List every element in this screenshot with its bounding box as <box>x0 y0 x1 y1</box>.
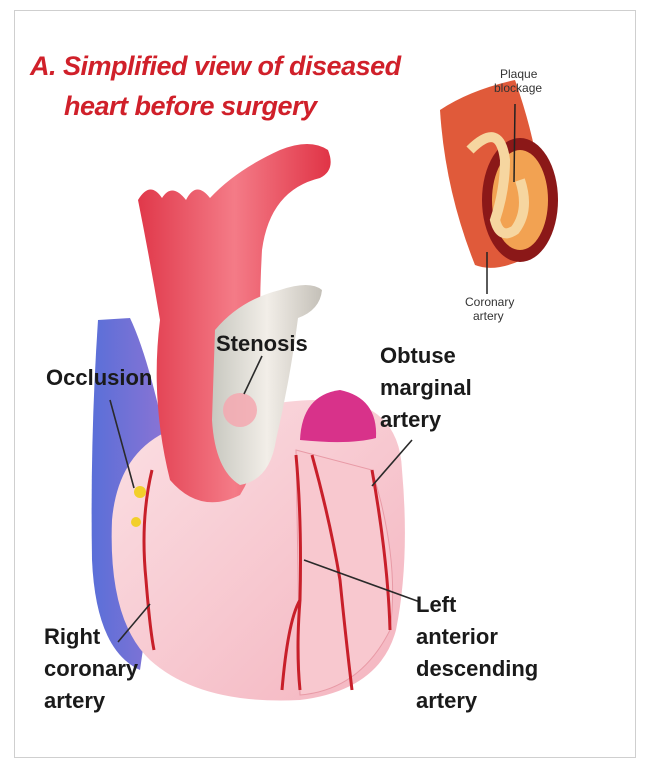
occlusion-marker-1 <box>134 486 146 498</box>
lad-label-1: Left <box>416 592 457 617</box>
obtuse-label-3: artery <box>380 407 442 432</box>
left-atrium-shape <box>300 390 376 442</box>
coronary-label-1: Coronary <box>465 295 514 309</box>
coronary-label-2: artery <box>473 309 504 323</box>
lad-label-2: anterior <box>416 624 498 649</box>
plaque-label-2: blockage <box>494 81 542 95</box>
occlusion-label: Occlusion <box>46 365 152 390</box>
occlusion-marker-2 <box>131 517 141 527</box>
right-label-1: Right <box>44 624 101 649</box>
stenosis-marker <box>223 393 257 427</box>
lad-label-3: descending <box>416 656 538 681</box>
right-label-2: coronary <box>44 656 139 681</box>
coronary-artery-inset <box>440 78 570 294</box>
lad-label-4: artery <box>416 688 478 713</box>
stenosis-label: Stenosis <box>216 331 308 356</box>
right-label-3: artery <box>44 688 106 713</box>
obtuse-label-2: marginal <box>380 375 472 400</box>
obtuse-label-1: Obtuse <box>380 343 456 368</box>
plaque-label-1: Plaque <box>500 67 538 81</box>
